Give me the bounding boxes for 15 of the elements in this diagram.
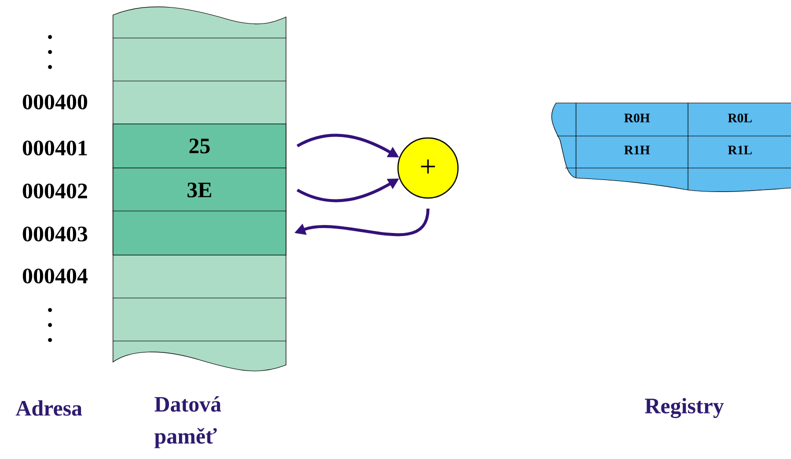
address-label: 000401: [22, 140, 87, 156]
memory-cell: [112, 210, 286, 256]
register-name: R0L: [728, 114, 752, 122]
register-name: R1L: [728, 146, 752, 154]
address-label: 000403: [22, 226, 88, 242]
column-caption: Adresa: [16, 400, 82, 416]
column-caption: Registry: [644, 398, 724, 418]
address-label: 000404: [22, 268, 88, 284]
memory-cell: 3E: [112, 168, 286, 212]
register-name: R0H: [624, 114, 650, 122]
address-label: 000402: [22, 184, 88, 198]
column-caption: Datová paměť: [154, 396, 222, 448]
memory-cell: 25: [112, 124, 286, 168]
register-name: R1H: [624, 146, 650, 154]
address-label: 000400: [22, 94, 88, 110]
